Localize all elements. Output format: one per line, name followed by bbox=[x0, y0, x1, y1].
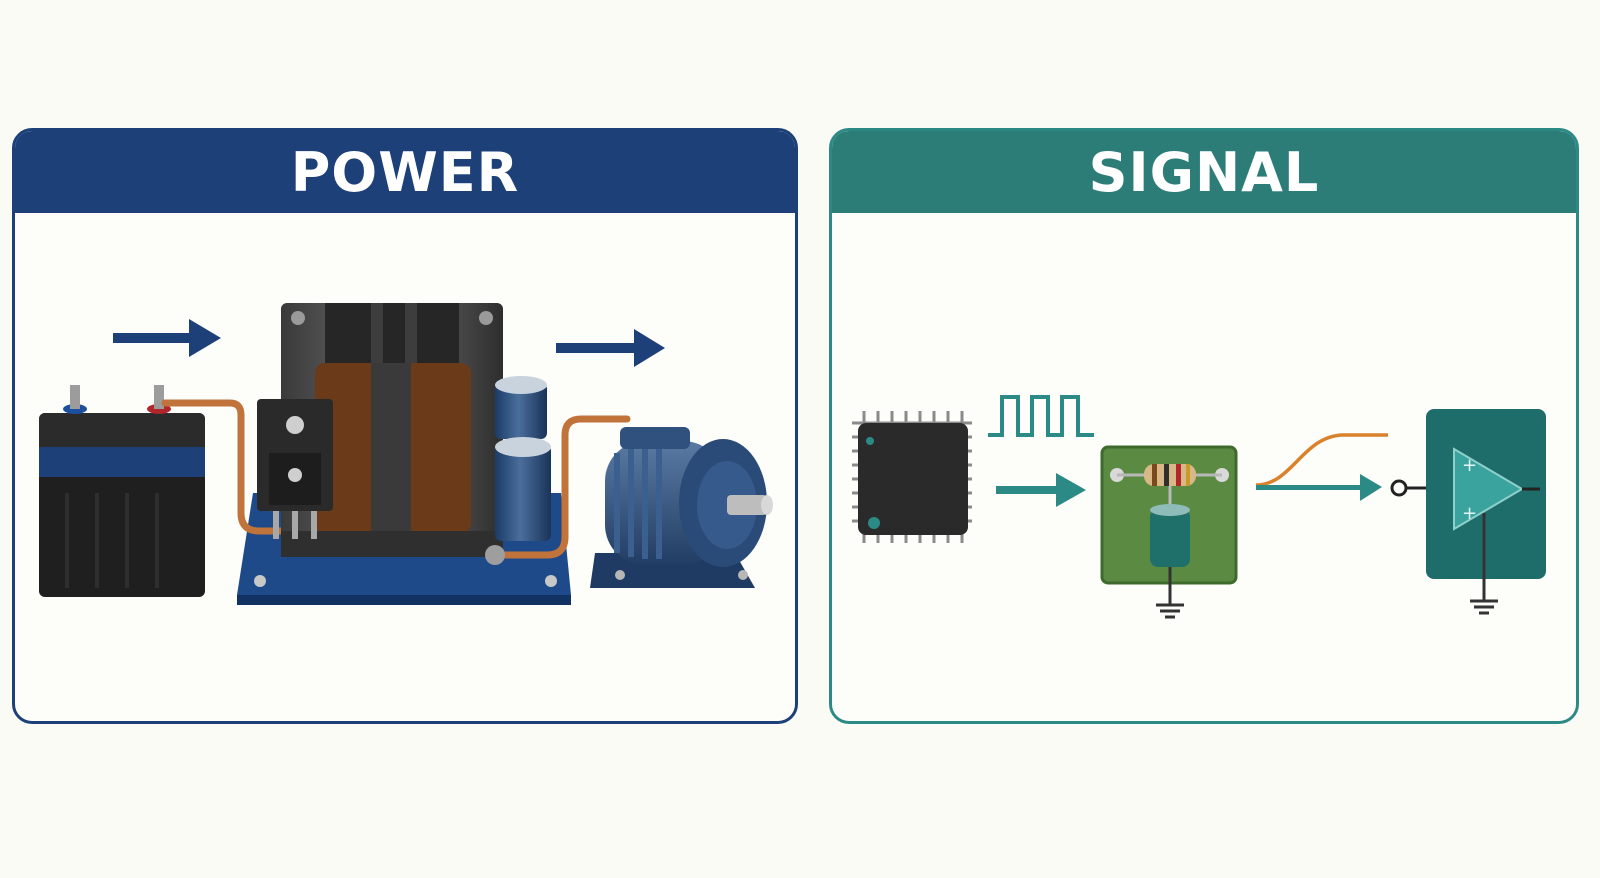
rc-filter-board-icon bbox=[1100, 445, 1238, 585]
op-amp-icon: + + bbox=[1390, 409, 1546, 579]
signal-panel-header: SIGNAL bbox=[832, 131, 1576, 213]
ground-symbol-icon bbox=[1156, 567, 1184, 619]
signal-title: SIGNAL bbox=[1088, 140, 1320, 204]
electrolytic-capacitor-icon bbox=[485, 376, 551, 565]
op-amp-ground-symbol-icon bbox=[1470, 513, 1498, 615]
power-title: POWER bbox=[290, 140, 520, 204]
signal-illustration: + + bbox=[832, 213, 1576, 721]
signal-panel: SIGNAL bbox=[829, 128, 1579, 724]
microcontroller-chip-icon bbox=[852, 411, 972, 543]
power-transistor-icon bbox=[257, 399, 333, 539]
signal-arrow-1-icon bbox=[996, 473, 1086, 507]
smooth-curve-icon bbox=[1255, 433, 1388, 487]
transformer-icon bbox=[281, 303, 503, 557]
power-illustration bbox=[15, 213, 795, 721]
power-panel: POWER bbox=[12, 128, 798, 724]
power-panel-header: POWER bbox=[15, 131, 795, 213]
electric-motor-icon bbox=[590, 427, 773, 588]
signal-arrow-2-icon bbox=[1256, 474, 1382, 501]
battery-icon bbox=[39, 385, 205, 597]
copper-wires bbox=[161, 399, 631, 559]
svg-text:+: + bbox=[1462, 455, 1477, 476]
svg-text:+: + bbox=[1462, 503, 1477, 524]
power-output-arrow-icon bbox=[556, 329, 665, 367]
power-input-arrow-icon bbox=[113, 319, 221, 357]
square-wave-icon bbox=[988, 395, 1094, 437]
